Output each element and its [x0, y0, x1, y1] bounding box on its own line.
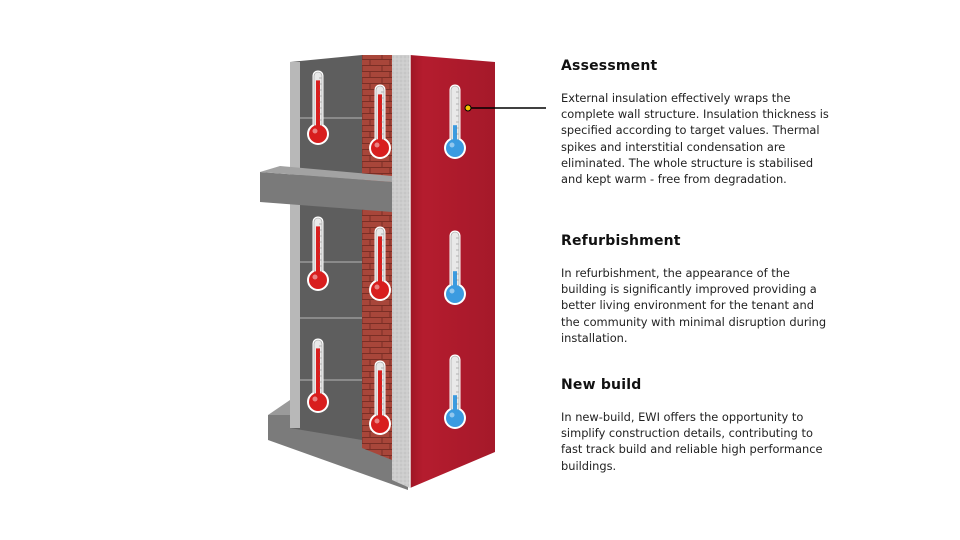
thermometers — [307, 70, 466, 435]
thermometer-inner-1 — [307, 70, 329, 145]
thermometer-inner-2 — [307, 216, 329, 291]
floor-slab — [260, 166, 392, 212]
assessment-section: Assessment External insulation effective… — [561, 58, 831, 187]
thermometer-brick-2 — [369, 226, 391, 301]
assessment-callout — [464, 104, 546, 112]
wall-construction-diagram — [260, 55, 546, 490]
assessment-text: External insulation effectively wraps th… — [561, 91, 829, 187]
refurbishment-section: Refurbishment In refurbishment, the appe… — [561, 233, 831, 346]
refurbishment-heading: Refurbishment — [561, 233, 681, 249]
thermometer-render-3 — [444, 354, 466, 429]
thermometer-inner-3 — [307, 338, 329, 413]
new-build-text: In new-build, EWI offers the opportunity… — [561, 410, 823, 473]
assessment-heading: Assessment — [561, 58, 658, 74]
thermometer-render-1 — [444, 84, 466, 159]
thermometer-render-2 — [444, 230, 466, 305]
insulation-layer — [392, 55, 410, 488]
thermometer-brick-3 — [369, 360, 391, 435]
refurbishment-text: In refurbishment, the appearance of the … — [561, 266, 827, 345]
thermometer-brick-1 — [369, 84, 391, 159]
inner-block-wall — [290, 55, 362, 440]
new-build-heading: New build — [561, 377, 642, 393]
new-build-section: New build In new-build, EWI offers the o… — [561, 377, 831, 474]
